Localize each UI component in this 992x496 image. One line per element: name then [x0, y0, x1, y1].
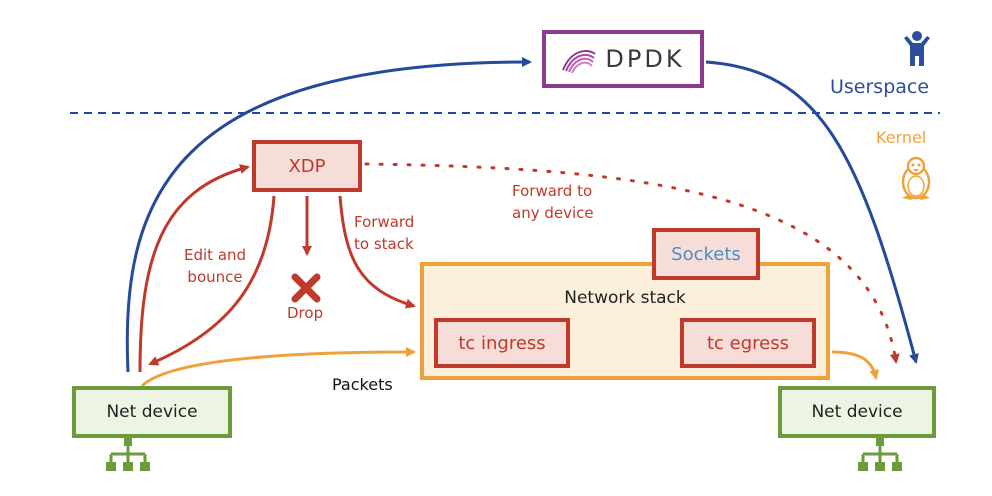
arrow-xdp-forward-any — [364, 162, 900, 364]
edit-bounce-label: Edit and bounce — [184, 244, 246, 288]
arrow-egress-to-netdev — [831, 350, 880, 380]
sockets-label: Sockets — [671, 243, 741, 265]
edit-bounce-line-1: Edit and — [184, 246, 247, 264]
network-topology-icon — [858, 438, 902, 471]
drop-label: Drop — [287, 304, 324, 322]
forward-any-line-1: Forward to — [512, 182, 593, 200]
arrow-netdev-to-dpdk — [125, 57, 532, 373]
xdp-label: XDP — [288, 155, 326, 177]
dpdk-logo-icon — [562, 50, 597, 74]
xdp-box: XDP — [252, 140, 362, 192]
tc-egress-label: tc egress — [706, 332, 789, 354]
forward-any-line-2: any device — [512, 204, 594, 222]
forward-stack-label: Forward to stack — [354, 211, 414, 255]
person-icon — [904, 31, 930, 66]
x-mark-icon — [291, 273, 321, 303]
dpdk-label: DPDK — [605, 45, 685, 73]
forward-any-label: Forward to any device — [512, 180, 594, 224]
dpdk-box: DPDK — [542, 30, 704, 88]
net-device-left-box: Net device — [72, 386, 232, 438]
tc-ingress-label: tc ingress — [458, 332, 546, 354]
arrow-xdp-bounce — [148, 195, 276, 366]
kernel-label: Kernel — [876, 128, 927, 147]
tc-ingress-box: tc ingress — [434, 318, 570, 368]
net-device-right-label: Net device — [811, 402, 903, 422]
sockets-box: Sockets — [652, 228, 760, 280]
arrow-xdp-to-stack — [338, 195, 416, 309]
network-stack-label: Network stack — [564, 288, 686, 308]
forward-stack-line-2: to stack — [354, 235, 414, 253]
arrow-dpdk-to-netdev — [705, 60, 919, 364]
tc-egress-box: tc egress — [680, 318, 816, 368]
packets-label: Packets — [332, 375, 393, 394]
edit-bounce-line-2: bounce — [187, 268, 243, 286]
arrow-netdev-to-xdp — [138, 164, 250, 373]
linux-penguin-icon — [901, 156, 931, 200]
userspace-label: Userspace — [830, 76, 930, 98]
forward-stack-line-1: Forward — [354, 213, 415, 231]
net-device-left-label: Net device — [106, 402, 198, 422]
arrow-packets-to-stack — [140, 347, 416, 388]
network-topology-icon — [106, 438, 150, 471]
net-device-right-box: Net device — [778, 386, 936, 438]
